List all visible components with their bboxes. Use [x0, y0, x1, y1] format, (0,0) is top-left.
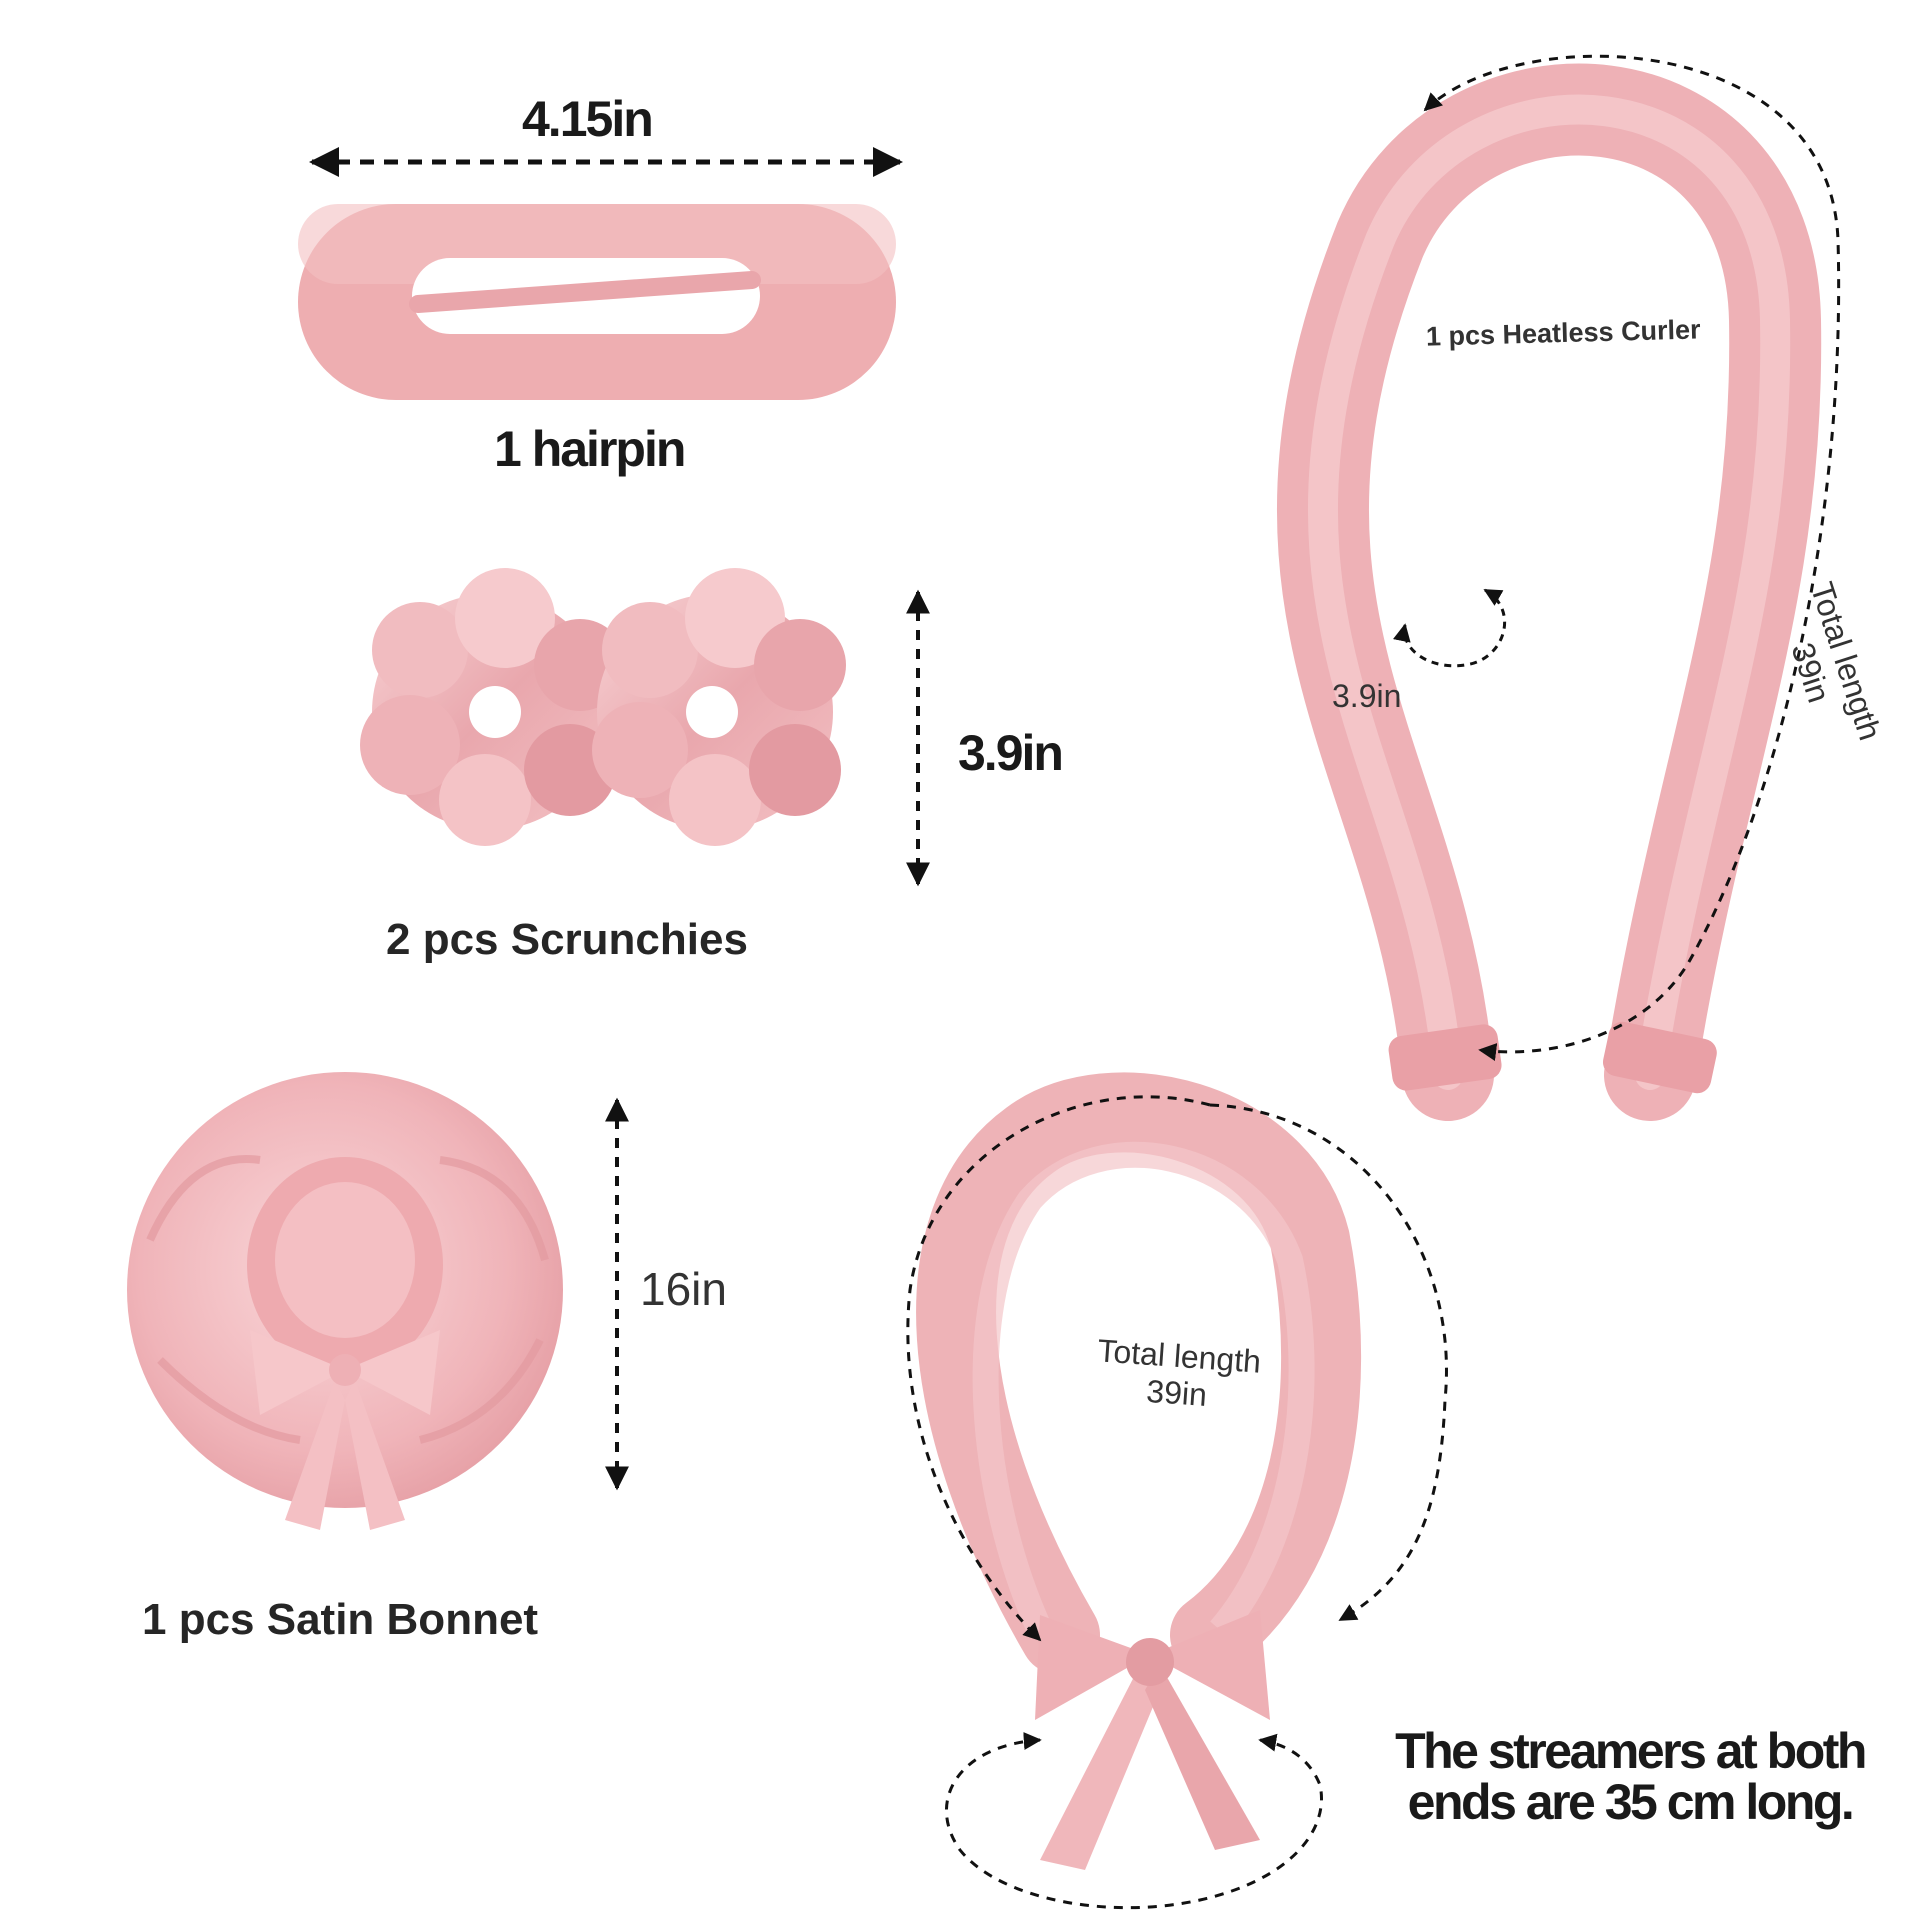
- hairpin-width-label: 4.15in: [522, 91, 654, 147]
- curler-diameter-label: 3.9in: [1332, 678, 1402, 714]
- curler-length-arrow: [1423, 54, 1841, 1061]
- streamer-note-line1: The streamers at both: [1395, 1723, 1867, 1779]
- streamer-arrow: [944, 1732, 1323, 1910]
- bonnet-caption: 1 pcs Satin Bonnet: [142, 1595, 539, 1644]
- hairpin-caption: 1 hairpin: [494, 421, 686, 477]
- scrunchies-height-label: 3.9in: [958, 725, 1064, 781]
- bonnet-height-label: 16in: [640, 1263, 727, 1315]
- heatless-curler-image: [1277, 63, 1822, 1121]
- scrunchies-image: [360, 568, 846, 846]
- scrunchies-caption: 2 pcs Scrunchies: [386, 915, 748, 964]
- velvet-length-arrow-right: [1209, 1103, 1448, 1622]
- streamer-note: The streamers at both ends are 35 cm lon…: [1370, 1726, 1890, 1828]
- curler-name-label: 1 pcs Heatless Curler: [1425, 314, 1701, 352]
- curler-diameter-arrow: [1393, 588, 1507, 668]
- velvet-curler-image: [916, 1072, 1362, 1870]
- velvet-length-arrow-left: [906, 1095, 1211, 1642]
- streamer-note-line2: ends are 35 cm long.: [1407, 1774, 1855, 1830]
- hairpin-image: [298, 204, 896, 400]
- bonnet-image: [127, 1072, 563, 1530]
